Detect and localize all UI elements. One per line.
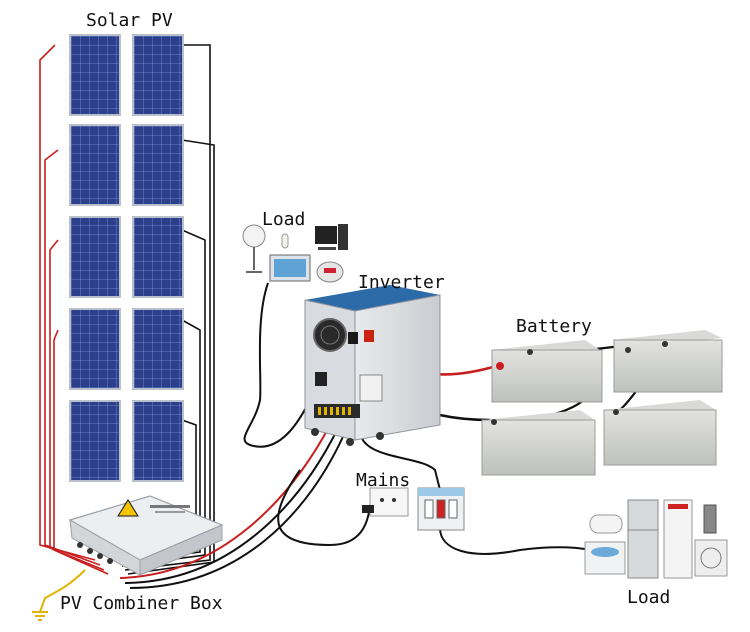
pv-string-wires [39,44,215,575]
bottom-load-appliances [584,499,728,579]
battery-icon [603,400,717,466]
solar-pv-label: Solar PV [86,10,173,31]
battery-icon [612,330,723,393]
load-bottom-label: Load [627,587,670,608]
solar-panel-icon [132,400,184,482]
inverter-icon [304,285,441,446]
water-heater-icon [589,514,623,534]
solar-panel-icon [132,216,184,298]
rice-cooker-icon [316,261,344,283]
breaker-icon [417,487,465,531]
solar-panel-icon [69,308,121,390]
mains-label: Mains [356,470,410,491]
water-pump-icon [703,504,717,534]
top-load-appliances [242,224,348,283]
washing-machine-icon [584,541,626,575]
solar-panel-icon [69,400,121,482]
solar-panel-icon [69,216,121,298]
tv-icon [269,254,311,282]
battery-icon [481,410,596,476]
ground-icon [32,569,86,621]
fan-icon [242,224,266,273]
solar-panel-icon [69,34,121,116]
lamp-icon [281,233,289,249]
battery-label: Battery [516,316,592,337]
solar-panel-icon [132,124,184,206]
battery-icon [491,340,603,403]
load-top-label: Load [262,209,305,230]
solar-panel-icon [69,124,121,206]
fridge-icon [627,499,659,579]
solar-panel-icon [132,34,184,116]
battery-bank [481,330,723,476]
pv-combiner-box-label: PV Combiner Box [60,593,223,614]
socket-icon [362,487,409,517]
combiner-box-icon [68,495,224,576]
solar-panel-icon [132,308,184,390]
inverter-label: Inverter [358,272,445,293]
solar-pv-array [69,34,184,482]
computer-icon [315,224,348,250]
air-conditioner-icon [663,499,728,579]
